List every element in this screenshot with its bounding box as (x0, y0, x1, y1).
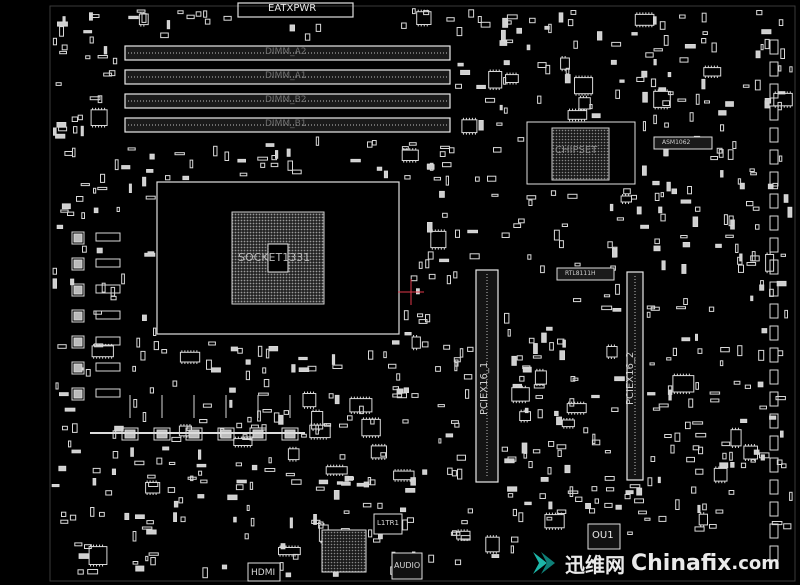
chinafix-logo-icon (533, 552, 555, 574)
audio-label: AUDIO (394, 561, 421, 570)
cpu-socket-outline (156, 181, 400, 335)
dimm-a1-label: DIMM_A1 (265, 71, 307, 81)
chipset-label: CHIPSET (555, 145, 598, 156)
hdmi-connector (247, 562, 281, 582)
ou1-label: OU1 (592, 530, 614, 541)
crosshair-marker (398, 279, 424, 305)
chip-asm-label: ASM1062 (662, 139, 691, 146)
chip-rtl (556, 267, 615, 281)
watermark-brand-en: Chinafix (631, 550, 732, 576)
eatxpwr-label: EATXPWR (268, 3, 317, 14)
watermark-brand-cn: 迅维网 (565, 552, 625, 577)
chipset-outline (526, 121, 636, 185)
chip-asm (653, 136, 713, 150)
l1tr1-chip (373, 513, 403, 535)
chipset-die (551, 127, 610, 181)
ou1-chip (587, 523, 621, 550)
dimm-b2-label: DIMM_B2 (265, 95, 307, 105)
l1tr1-label: L1TR1 (377, 519, 399, 527)
cpu-socket-grid (231, 211, 325, 305)
dimm-b1-label: DIMM_B1 (265, 119, 307, 129)
pciex16-1-label: PCIEX16_1 (479, 361, 490, 415)
pciex16-2-label: PCIEX16_2 (625, 351, 636, 405)
watermark-domain: .com (731, 552, 780, 574)
dimm-a2-label: DIMM_A2 (265, 47, 307, 57)
eatxpwr-connector (237, 2, 354, 18)
chip-rtl-label: RTL8111H (565, 270, 596, 277)
hdmi-label: HDMI (251, 568, 276, 578)
socket-label: SOCKET1331 (238, 251, 311, 264)
chinafix-watermark: 迅维网 Chinafix .com (529, 545, 794, 581)
audio-chip (391, 552, 423, 580)
